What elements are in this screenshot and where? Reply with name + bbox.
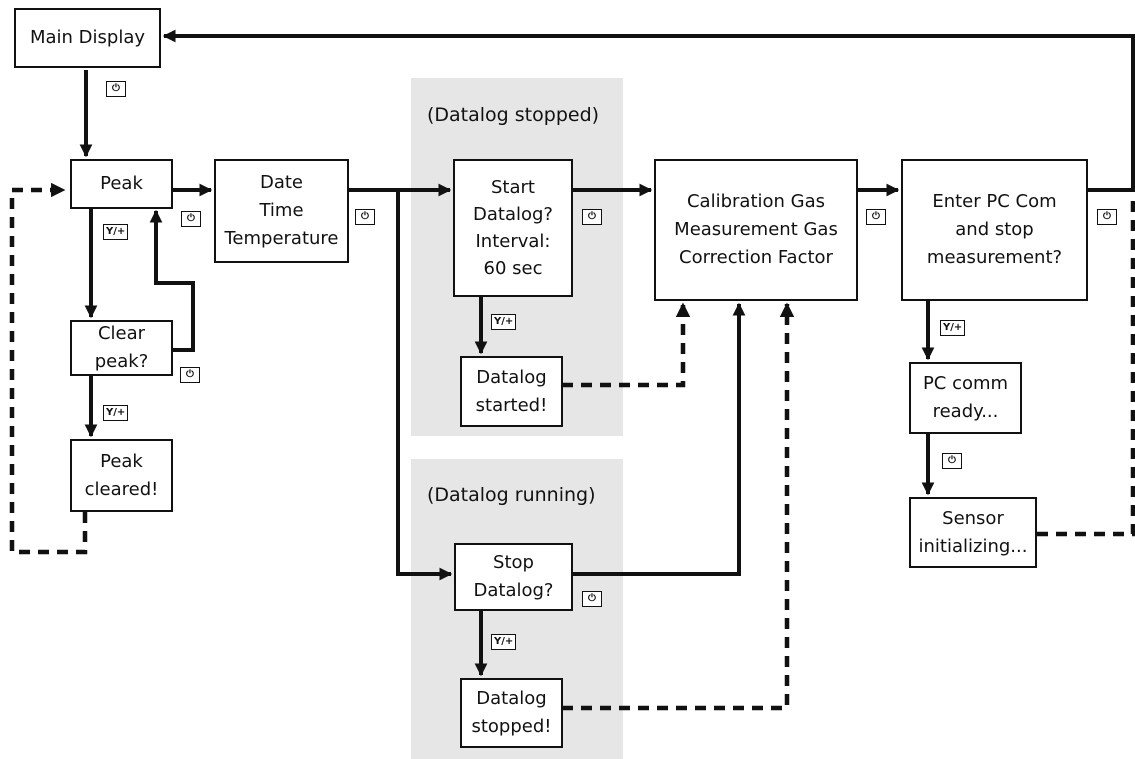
box-label: peak? <box>94 351 149 372</box>
box-label: Peak <box>100 173 143 194</box>
edge-stop-to-calibration <box>572 302 746 576</box>
edge-datetime-to-stop <box>396 190 453 581</box>
peak-cleared-box: Peak cleared! <box>70 439 173 512</box>
enter-pc-com-box: Enter PC Com and stop measurement? <box>901 159 1088 301</box>
box-label: stopped! <box>471 716 552 737</box>
yes-plus-key-icon: Y/+ <box>940 320 966 336</box>
box-label: PC comm <box>922 373 1009 394</box>
yes-plus-key-icon: Y/+ <box>491 314 517 330</box>
edge-sensor-to-rail <box>1037 196 1135 537</box>
power-key-icon: ⏻ <box>582 591 602 607</box>
yes-plus-key-icon: Y/+ <box>103 405 129 421</box>
power-key-icon: ⏻ <box>582 209 602 225</box>
box-label: 60 sec <box>483 258 543 279</box>
yes-plus-key-icon: Y/+ <box>103 224 129 240</box>
box-label: Clear <box>97 323 146 344</box>
edge-clear-to-peak <box>149 209 195 352</box>
box-label: started! <box>475 394 548 416</box>
power-key-icon: ⏻ <box>106 81 126 97</box>
datalog-running-label: (Datalog running) <box>427 484 596 506</box>
datalog-stopped-box: Datalog stopped! <box>460 678 563 748</box>
date-time-temperature-box: Date Time Temperature <box>214 159 349 263</box>
power-key-icon: ⏻ <box>1097 209 1117 225</box>
box-label: Time <box>259 200 304 221</box>
power-key-icon: ⏻ <box>355 209 375 225</box>
peak-box: Peak <box>70 159 173 209</box>
box-label: Temperature <box>224 228 339 249</box>
stop-datalog-box: Stop Datalog? <box>454 543 573 611</box>
calibration-gas-box: Calibration Gas Measurement Gas Correcti… <box>654 159 858 301</box>
box-label: Calibration Gas <box>686 191 825 212</box>
main-display-box: Main Display <box>14 8 161 68</box>
box-label: Datalog? <box>473 204 553 225</box>
box-label: Datalog <box>476 688 547 709</box>
box-label: Interval: <box>475 231 551 252</box>
box-label: Enter PC Com <box>932 191 1057 212</box>
box-label: initializing... <box>918 535 1028 557</box>
edge-stopped-to-calibration <box>562 302 795 711</box>
edge-started-to-calibration <box>562 302 691 388</box>
box-label: Datalog? <box>473 580 554 601</box>
box-label: Main Display <box>29 27 146 48</box>
yes-plus-key-icon: Y/+ <box>491 634 517 650</box>
datalog-stopped-label: (Datalog stopped) <box>427 104 600 126</box>
box-label: and stop <box>955 219 1034 240</box>
power-key-icon: ⏻ <box>866 209 886 225</box>
power-key-icon: ⏻ <box>181 211 201 227</box>
power-key-icon: ⏻ <box>180 367 200 383</box>
box-label: Sensor <box>942 507 1004 529</box>
box-label: Datalog <box>476 366 547 388</box>
box-label: Start <box>491 177 535 198</box>
clear-peak-box: Clear peak? <box>70 320 173 376</box>
box-label: Stop <box>493 552 534 573</box>
sensor-initializing-box: Sensor initializing... <box>909 497 1037 568</box>
box-label: cleared! <box>84 478 159 500</box>
box-label: measurement? <box>926 247 1063 268</box>
datalog-started-box: Datalog started! <box>460 356 563 427</box>
pc-comm-ready-box: PC comm ready... <box>909 362 1022 434</box>
box-label: Measurement Gas <box>674 219 838 240</box>
start-datalog-box: Start Datalog? Interval: 60 sec <box>453 159 573 297</box>
power-key-icon: ⏻ <box>942 453 962 469</box>
box-label: Date <box>259 172 304 193</box>
edge-pc-to-main <box>162 29 1135 192</box>
box-label: Peak <box>100 450 143 472</box>
box-label: Correction Factor <box>679 247 833 268</box>
box-label: ready... <box>932 401 999 422</box>
edge-cleared-to-peak <box>9 182 88 555</box>
